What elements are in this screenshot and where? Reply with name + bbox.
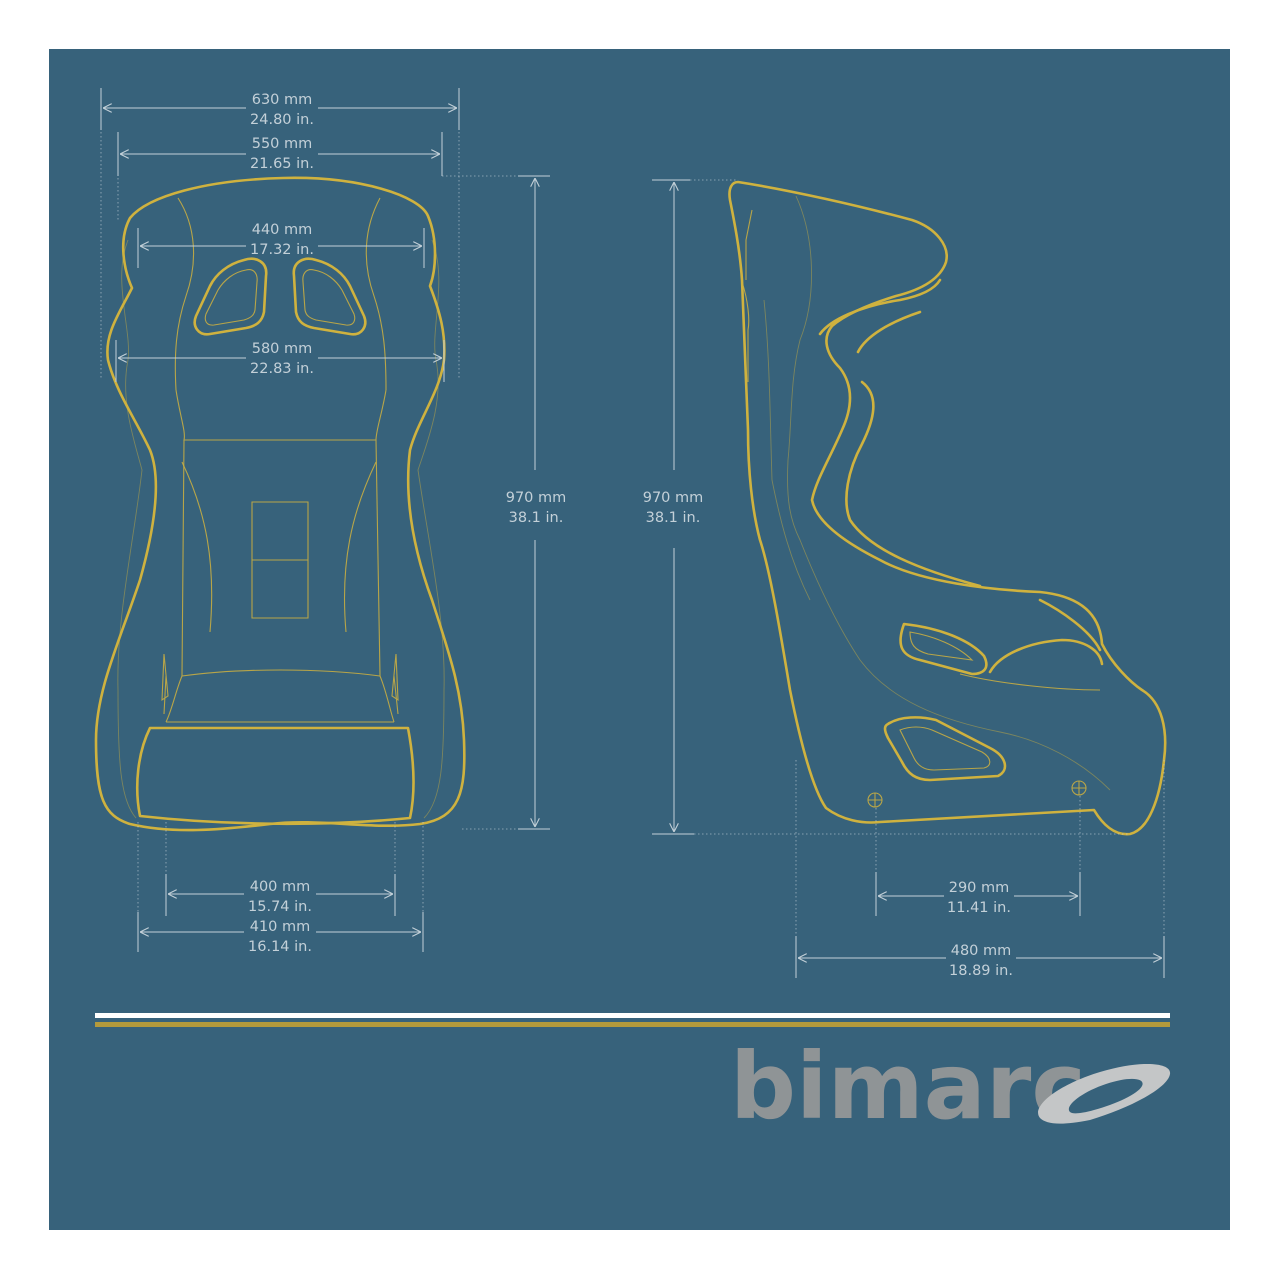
dim-label-550-in: 21.65 in. [250,156,314,172]
dim-label-410-in: 16.14 in. [248,939,312,955]
dim-label-400-in: 15.74 in. [248,899,312,915]
dim-label-290-mm: 290 mm [949,880,1010,896]
side-inner-contours [763,195,1111,791]
dim-label-440-mm: 440 mm [252,222,313,238]
front-back-pad [175,389,387,677]
front-seat-cushion [135,726,415,826]
harness-slot-right-inner [302,269,356,326]
harness-slot-right [292,257,367,336]
mount-hole-rear-icon [1071,780,1087,796]
side-shoulder-wing [818,278,982,588]
dim-label-410-mm: 410 mm [250,919,311,935]
dim-label-630-in: 24.80 in. [250,112,314,128]
harness-slot-left-inner [204,269,258,326]
dim-label-580-mm: 580 mm [252,341,313,357]
dim-label-970-side-mm: 970 mm [643,490,704,506]
crotch-strap-slot [251,501,309,619]
dim-label-290-in: 11.41 in. [947,900,1011,916]
side-view-seat [728,180,1167,836]
dim-label-580-in: 22.83 in. [250,361,314,377]
side-seat-bolster [899,598,1104,676]
side-leg-cutout-inner [899,726,991,771]
harness-slot-left [193,257,268,336]
side-dimensions [652,179,1165,978]
dim-label-550-mm: 550 mm [252,136,313,152]
dim-label-970-front-in: 38.1 in. [509,510,564,526]
side-leg-cutout [883,716,1007,782]
brand-logo: bimarc [730,1033,1171,1140]
front-inner-contours [117,239,445,819]
side-seat-base-line [959,673,1101,691]
dim-label-970-front-mm: 970 mm [506,490,567,506]
brand-swoosh-icon [1038,1063,1171,1124]
side-seat-bolster-inner [909,631,974,661]
rule-white [95,1013,1170,1018]
dim-label-440-in: 17.32 in. [250,242,314,258]
rule-gold [95,1022,1170,1027]
front-thigh-area [165,675,395,723]
dimension-labels: 630 mm 24.80 in. 550 mm 21.65 in. 440 mm… [248,92,1013,979]
brand-wordmark: bimarc [730,1033,1086,1140]
dim-label-480-in: 18.89 in. [949,963,1013,979]
front-view-seat [94,176,466,832]
dim-label-970-side-in: 38.1 in. [646,510,701,526]
front-bolsters [161,461,399,715]
dim-label-630-mm: 630 mm [252,92,313,108]
dim-label-480-mm: 480 mm [951,943,1012,959]
side-headrest-edge [741,209,753,382]
front-dimensions [100,88,550,952]
dim-label-400-mm: 400 mm [250,879,311,895]
mount-hole-front-icon [867,792,883,808]
